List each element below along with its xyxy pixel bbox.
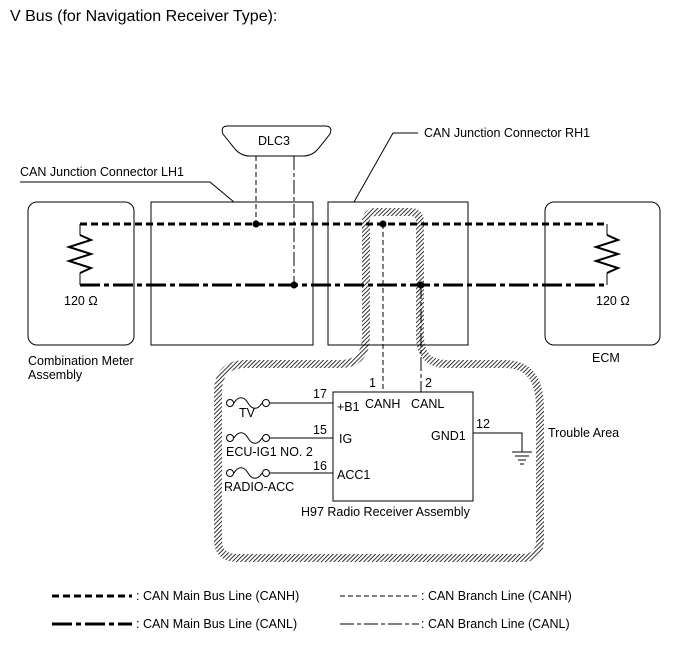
legend-canh-main-text: : CAN Main Bus Line (CANH) — [136, 589, 299, 603]
jc-rh1-leader — [353, 132, 418, 203]
pin-b1-name: +B1 — [337, 400, 360, 414]
fuse-tv-terminal-left — [226, 399, 234, 407]
pin-canl-number: 2 — [425, 376, 432, 390]
fuse-radio-acc-terminal-left — [226, 469, 234, 477]
page-title: V Bus (for Navigation Receiver Type): — [10, 8, 277, 25]
fuse-radio-acc-icon — [233, 467, 263, 479]
combination-meter-label-2: Assembly — [28, 368, 83, 382]
radio-canh-junction — [379, 220, 387, 228]
radio-canl-junction — [417, 281, 425, 289]
jc-lh1-label: CAN Junction Connector LH1 — [20, 165, 184, 179]
resistor-right — [592, 234, 622, 274]
jc-lh1-leader — [20, 181, 235, 203]
fuse-tv-terminal-right — [262, 399, 270, 407]
dlc3-canh-junction — [252, 220, 260, 228]
legend-canl-branch-text: : CAN Branch Line (CANL) — [421, 617, 570, 631]
ground-icon — [512, 451, 532, 465]
fuse-ecu-ig1-terminal-left — [226, 434, 234, 442]
pin-b1-number: 17 — [313, 387, 327, 401]
jc-rh1-box — [327, 201, 469, 346]
radio-receiver-label: H97 Radio Receiver Assembly — [301, 505, 471, 519]
resistor-left — [65, 234, 95, 274]
fuse-radio-acc-terminal-right — [262, 469, 270, 477]
combination-meter-box — [27, 201, 135, 346]
fuse-radio-acc-label: RADIO-ACC — [224, 480, 294, 494]
pin-acc1-number: 16 — [313, 459, 327, 473]
pin-gnd1-name: GND1 — [431, 429, 466, 443]
pin-ig-name: IG — [339, 432, 352, 446]
resistor-left-label: 120 Ω — [64, 294, 98, 308]
trouble-area-outline — [214, 208, 544, 562]
pin-canh-name: CANH — [365, 397, 400, 411]
pin-ig-number: 15 — [313, 423, 327, 437]
trouble-area-label: Trouble Area — [548, 426, 619, 440]
fuse-tv-icon — [233, 397, 263, 409]
fuse-ecu-ig1-terminal-right — [262, 434, 270, 442]
dlc3-canl-junction — [290, 281, 298, 289]
resistor-right-label: 120 Ω — [596, 294, 630, 308]
combination-meter-label-1: Combination Meter — [28, 354, 134, 368]
fuse-ecu-ig1-label: ECU-IG1 NO. 2 — [226, 445, 313, 459]
legend-canh-branch-text: : CAN Branch Line (CANH) — [421, 589, 572, 603]
fuse-ecu-ig1-icon — [233, 432, 263, 444]
ecm-box — [544, 201, 661, 346]
pin-acc1-name: ACC1 — [337, 468, 370, 482]
ecm-label: ECM — [592, 351, 620, 365]
legend-canl-main-text: : CAN Main Bus Line (CANL) — [136, 617, 297, 631]
pin-canh-number: 1 — [369, 376, 376, 390]
jc-lh1-box — [150, 201, 314, 346]
dlc3-connector — [221, 125, 332, 157]
radio-receiver-box — [332, 391, 474, 502]
wire-gnd1 — [473, 432, 523, 452]
dlc3-label: DLC3 — [258, 134, 290, 148]
fuse-tv-label: TV — [239, 406, 256, 420]
pin-gnd1-number: 12 — [476, 417, 490, 431]
jc-rh1-label: CAN Junction Connector RH1 — [424, 126, 590, 140]
pin-canl-name: CANL — [411, 397, 444, 411]
